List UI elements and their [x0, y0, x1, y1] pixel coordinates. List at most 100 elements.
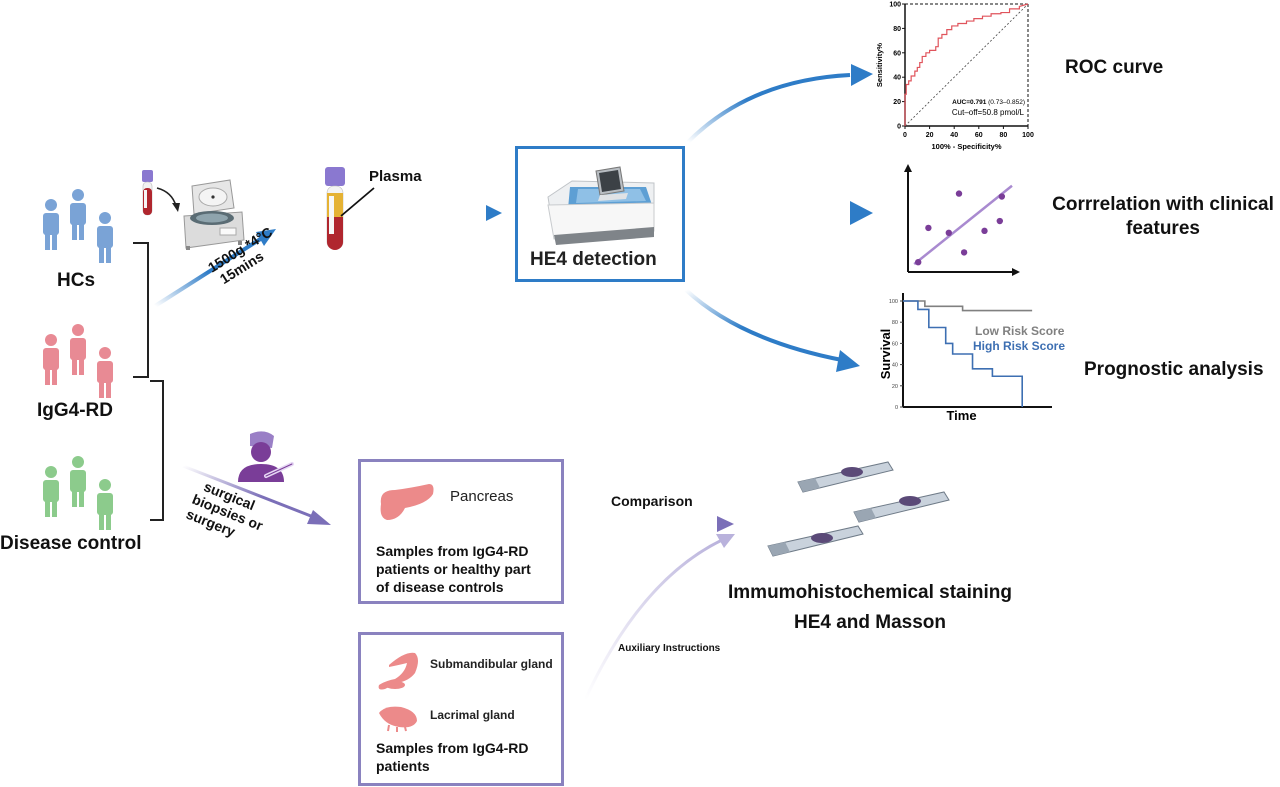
gland-sample-text-line2: patients	[376, 758, 430, 774]
arrow-to-correlation	[696, 201, 873, 225]
surgeon-icon	[238, 431, 294, 482]
roc-y-tick-label: 80	[893, 26, 901, 33]
prognostic-analysis-label: Prognostic analysis	[1084, 359, 1264, 380]
pancreas-label: Pancreas	[450, 488, 514, 505]
roc-x-tick-label: 80	[1000, 132, 1008, 139]
staining-label-line2: HE4 and Masson	[793, 612, 947, 633]
submandibular-gland-label: Submandibular gland	[430, 657, 553, 671]
lacrimal-gland-label: Lacrimal gland	[430, 708, 515, 722]
correlation-label-line1: Corrrelation with clinical	[1052, 194, 1274, 215]
scatter-point	[960, 249, 968, 256]
roc-y-tick-label: 20	[893, 99, 901, 106]
roc-curve-label: ROC curve	[1065, 57, 1164, 78]
plasma-label: Plasma	[369, 168, 422, 185]
legend-high-risk: High Risk Score	[973, 339, 1065, 353]
lacrimal-gland-icon	[379, 706, 417, 732]
scatter-y-axis-arrow-icon	[904, 164, 912, 172]
slide-icon	[767, 525, 864, 557]
submandibular-gland-icon	[378, 652, 418, 690]
scatter-point	[955, 190, 963, 197]
group-label-igg4rd: IgG4-RD	[37, 400, 113, 421]
scatter-point	[998, 193, 1006, 200]
gland-sample-box: Submandibular gland Lacrimal gland Sampl…	[358, 632, 564, 786]
gland-sample-text: Samples from IgG4-RD patients	[376, 739, 528, 775]
arrow-to-plasma	[153, 229, 276, 308]
roc-x-axis-label: 100% - Specificity%	[931, 142, 1001, 151]
bracket-hcs-igg4	[133, 242, 149, 378]
scatter-trend-line	[913, 184, 1013, 266]
slide-icon	[853, 491, 950, 523]
arrow-to-roc	[686, 64, 873, 144]
scatter-point	[945, 229, 952, 236]
roc-chart: 0 20 40 60 80 100 0 20 40 60 80 100 100% - Specifici…	[875, 2, 1034, 152]
arrow-comparison	[588, 516, 734, 532]
survival-low-risk-line	[903, 300, 1033, 312]
correlation-chart	[904, 164, 1020, 276]
roc-reference-line	[904, 3, 1029, 127]
group-label-hcs: HCs	[57, 270, 96, 291]
survival-high-risk-line	[903, 300, 1023, 407]
roc-cutoff-annotation: Cut–off=50.8 pmol/L	[952, 108, 1025, 117]
roc-x-tick-label: 60	[975, 132, 983, 139]
group-label-disease-control: Disease control	[0, 533, 142, 554]
disease-control-people-icon	[43, 456, 113, 530]
centrifuge-icon	[183, 179, 245, 250]
roc-curve-line	[904, 3, 1029, 126]
pancreas-icon	[380, 484, 434, 520]
slide-icon	[797, 461, 894, 493]
person-icon	[43, 456, 113, 530]
correlation-label-line2: features	[1126, 218, 1200, 239]
arrow-to-prognostic	[684, 288, 860, 372]
scatter-point	[925, 224, 932, 232]
scatter-point	[996, 217, 1003, 225]
roc-x-tick-label: 100	[1022, 132, 1034, 139]
survival-x-axis-label: Time	[946, 408, 976, 423]
roc-y-tick-label: 100	[889, 2, 901, 9]
staining-label-line1: Immumohistochemical staining	[728, 582, 1012, 603]
pancreas-sample-text-line2: patients or healthy part	[376, 561, 531, 577]
survival-y-tick-label: 40	[892, 363, 898, 369]
arrow-to-he4	[393, 205, 502, 221]
scatter-x-axis-arrow-icon	[1012, 268, 1020, 276]
analyzer-instrument-icon	[547, 166, 655, 245]
correlation-label: Corrrelation with clinical features	[1046, 193, 1280, 241]
pancreas-sample-box: Pancreas Samples from IgG4-RD patients o…	[358, 459, 564, 604]
roc-y-tick-label: 0	[897, 124, 901, 131]
arrow-auxiliary	[583, 534, 735, 701]
roc-auc-annotation: AUC=0.791 (0.73–0.852)	[952, 99, 1025, 106]
person-icon	[43, 324, 113, 398]
survival-y-tick-label: 100	[889, 299, 898, 305]
he4-detection-box: HE4 detection	[515, 146, 685, 282]
roc-x-tick-label: 40	[950, 132, 958, 139]
hcs-people-icon	[43, 189, 113, 263]
roc-y-axis-label: Sensitivity%	[875, 43, 884, 88]
arrow-surgery	[182, 464, 331, 525]
scatter-point	[915, 259, 922, 266]
roc-y-tick-label: 60	[893, 50, 901, 57]
auxiliary-instructions-label: Auxiliary Instructions	[618, 643, 721, 654]
legend-low-risk: Low Risk Score	[975, 324, 1065, 338]
person-icon	[43, 189, 113, 263]
survival-y-axis-label: Survival	[878, 329, 893, 380]
pancreas-sample-text: Samples from IgG4-RD patients or healthy…	[376, 542, 531, 596]
scatter-point	[981, 227, 988, 235]
survival-y-tick-label: 20	[892, 384, 898, 390]
survival-y-tick-label: 80	[892, 320, 898, 326]
plasma-pointer-line	[340, 187, 375, 217]
bracket-igg4-dc	[150, 380, 164, 521]
igg4-people-icon	[43, 324, 113, 398]
pancreas-sample-text-line3: of disease controls	[376, 579, 504, 595]
roc-x-tick-label: 20	[926, 132, 934, 139]
survival-y-tick-label: 60	[892, 341, 898, 347]
blood-tube-icon	[142, 170, 153, 216]
microscope-slides-icon	[767, 461, 950, 557]
plasma-tube-icon	[325, 167, 345, 250]
he4-detection-label: HE4 detection	[530, 249, 657, 270]
survival-y-tick-label: 0	[895, 405, 898, 411]
pancreas-sample-text-line1: Samples from IgG4-RD	[376, 543, 529, 559]
roc-y-tick-label: 40	[893, 75, 901, 82]
staining-label: Immumohistochemical staining HE4 and Mas…	[700, 578, 1040, 638]
roc-x-tick-label: 0	[903, 132, 907, 139]
